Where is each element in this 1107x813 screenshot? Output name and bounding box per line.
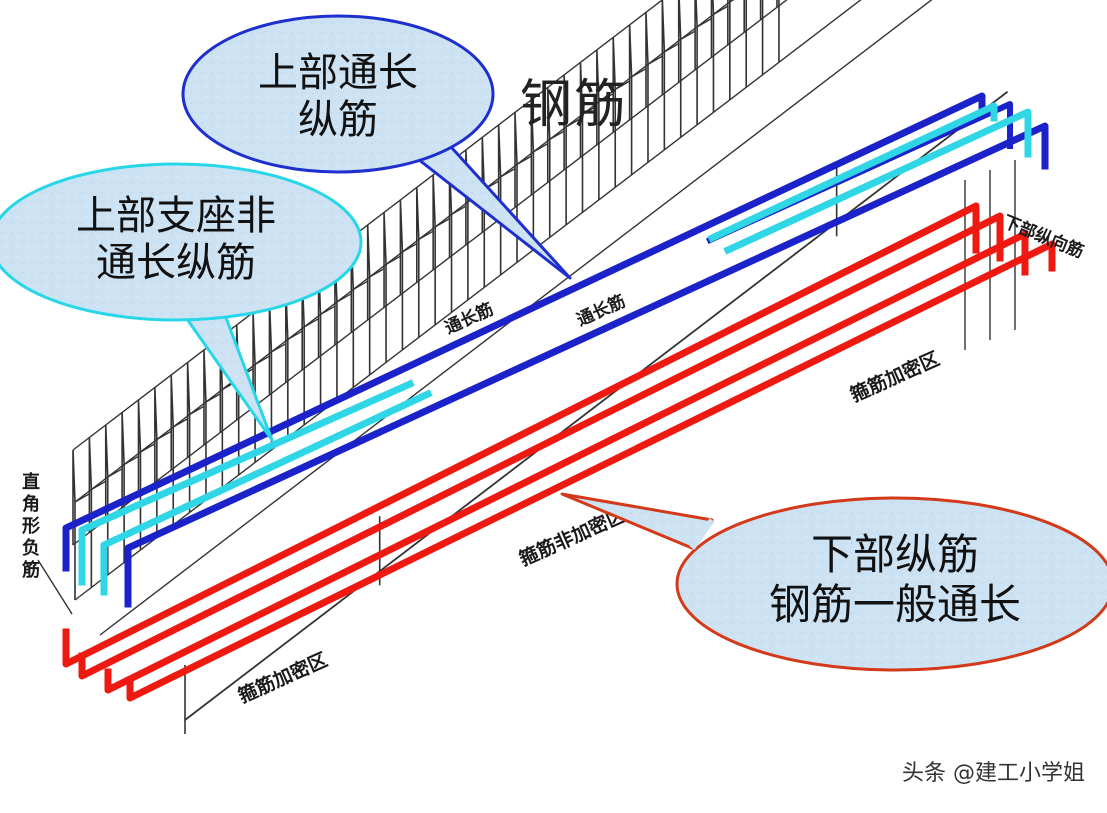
callout-support-text: 上部支座非 通长纵筋 <box>76 193 276 287</box>
support-non-through-bar <box>707 102 998 243</box>
stirrup <box>727 0 735 100</box>
callout-top-through-text: 上部通长 纵筋 <box>258 50 418 144</box>
callout-bottom-bubble <box>560 492 1107 672</box>
stirrup <box>366 224 385 375</box>
stirrup <box>383 212 401 363</box>
label-stirrup-dense-left: 箍筋加密区 <box>235 648 331 708</box>
callout-bottom-text: 下部纵筋 钢筋一般通长 <box>768 530 1021 629</box>
reinforcement-bars <box>62 92 1056 702</box>
page-title: 钢筋 <box>520 75 629 135</box>
bottom-long-bar <box>78 212 1004 680</box>
watermark: 头条 @建工小学姐 <box>902 761 1085 786</box>
stirrup <box>677 0 696 138</box>
stirrup <box>432 174 450 325</box>
dimension-line <box>184 91 1009 721</box>
stirrup <box>121 412 139 563</box>
label-right-angle-negative-bar: 直角形负筋 <box>22 471 40 581</box>
stirrup <box>628 24 646 175</box>
beam-frame <box>37 0 1016 734</box>
beam-edge-line <box>99 0 933 636</box>
stirrup <box>399 199 417 350</box>
support-non-through-bar <box>100 389 433 596</box>
stirrup <box>186 362 204 513</box>
stirrup <box>743 0 748 88</box>
bottom-long-bar <box>126 240 1056 702</box>
beam-edge-line <box>74 0 862 601</box>
stirrup <box>776 0 780 63</box>
stirrup <box>415 187 434 338</box>
stirrup <box>759 0 764 75</box>
top-through-bar <box>62 92 986 572</box>
label-stirrup-dense-right: 箍筋加密区 <box>847 347 943 407</box>
stirrup <box>170 374 188 525</box>
stirrup <box>645 12 663 163</box>
support-non-through-bar <box>723 108 1032 255</box>
end-leader-line <box>37 559 73 615</box>
bottom-long-bar <box>104 230 1029 694</box>
top-through-bar <box>124 122 1049 608</box>
callout-top-through-bubble <box>181 14 572 280</box>
support-non-through-bar <box>78 379 415 586</box>
beam-edge-line <box>72 0 788 546</box>
stirrup <box>661 0 679 150</box>
callout-support-bubble <box>0 162 363 442</box>
